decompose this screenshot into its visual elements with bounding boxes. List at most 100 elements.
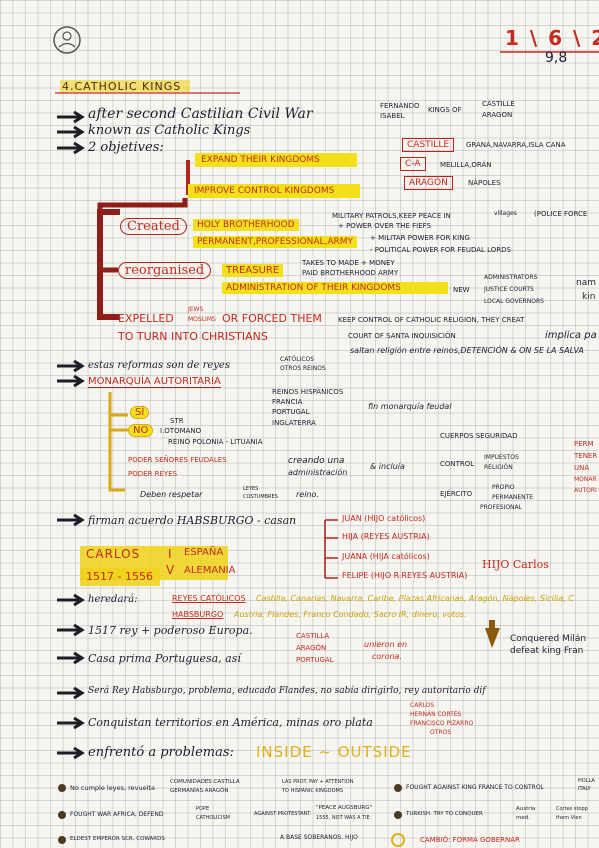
text-perm-a: + MILITAR POWER FOR KING (370, 234, 470, 242)
text-austria: Austria (516, 806, 536, 812)
text-perm-b: - POLITICAL POWER FOR FEUDAL LORDS (370, 246, 511, 254)
text-fought-france: FOUGHT AGAINST KING FRANCE TO CONTROL (406, 784, 544, 791)
text-otros2: OTROS (430, 729, 452, 736)
text-kings-of: KINGS OF (428, 106, 462, 114)
label-no: NO (128, 424, 154, 437)
text-poder-senores: PODER SEÑORES FEUDALES (128, 456, 227, 464)
text-portugal2: PORTUGAL (296, 656, 334, 664)
text-reyes-catolicos: REYES CATÓLICOS (172, 594, 246, 603)
text-leyes: LEYES (243, 486, 259, 492)
text-fin-monarquia: fin monarquía feudal (368, 402, 452, 411)
text-fought-africa: FOUGHT WAR AFRICA, DEFEND (70, 811, 164, 818)
text-enfrento: enfrentó a problemas: (88, 745, 234, 760)
date: 1 \ 6 \ 2 (505, 26, 599, 50)
text-ca-places: MELILLA,ORÁN (440, 161, 492, 169)
text-habsburgo: HABSBURGO (172, 610, 224, 619)
logo-icon (53, 26, 81, 54)
text-estas-reformas: estas reformas son de reyes (88, 360, 230, 371)
text-peace: "PEACE AUGSBURG" (316, 805, 373, 811)
label-improve: IMPROVE CONTROL KINGDOMS (188, 184, 360, 198)
text-inglaterra: INGLATERRA (272, 419, 316, 427)
text-eldest: ELDEST EMPEROR SCR, COWARDS (70, 836, 165, 842)
text-v: V (166, 563, 175, 577)
text-reino: reino. (296, 490, 319, 499)
text-hernan: HERNÁN CORTÉS (410, 711, 462, 718)
text-defeat: defeat king Fran (510, 646, 584, 656)
text-carlos2: CARLOS (410, 702, 435, 709)
text-juan: JUAN (HIJO católicos) (342, 514, 426, 523)
box-castille: CASTILLE (402, 138, 455, 152)
text-perm-r2: TENER (574, 452, 598, 460)
text-known-as: known as Catholic Kings (88, 123, 251, 138)
text-conquered: Conquered Milán (510, 634, 587, 644)
text-ejercito: EJÉRCITO (440, 490, 473, 498)
text-cambio-forma: CAMBIÓ: FORMA GOBERNAR (420, 836, 520, 844)
text-impuestos: IMPUESTOS (484, 454, 519, 461)
text-francia: FRANCIA (272, 398, 303, 406)
text-las-prot: LAS PROT. PAY + ATTENTION (282, 779, 354, 785)
page-title: 4.CATHOLIC KINGS (62, 80, 182, 93)
text-portugal: PORTUGAL (272, 408, 310, 416)
text-treasure-a: TAKES TO MADE + MONEY (302, 259, 395, 267)
text-juana: JUANA (HIJA católicos) (342, 552, 430, 561)
text-inside-outside: INSIDE ~ OUTSIDE (256, 743, 412, 761)
text-aragon2: ARAGÓN (296, 644, 327, 652)
text-germanias: GERMANÍAS ARAGÓN (170, 788, 229, 794)
text-admin-a: ADMINISTRATORS (484, 274, 538, 281)
text-civil-war: after second Castilian Civil War (88, 106, 313, 122)
text-years: 1517 - 1556 (86, 570, 153, 583)
text-hijo-carlos: HIJO Carlos (482, 558, 549, 571)
text-med: med. (516, 815, 530, 821)
text-creando: creando una (288, 456, 345, 466)
text-admin-e: kin (582, 292, 596, 302)
text-forced: OR FORCED THEM (222, 312, 322, 325)
label-created: Created (120, 218, 187, 235)
label-treasure: TREASURE (222, 264, 284, 277)
text-jews: JEWS (188, 306, 204, 313)
label-si: SÍ (130, 406, 150, 419)
text-objectives: 2 objetives: (88, 140, 164, 155)
text-against: AGAINST PROTESTANT. (254, 811, 312, 817)
text-saltan: saltan religión entre reinos,DETENCIÓN &… (350, 346, 584, 355)
text-castilla: CASTILLA (296, 632, 330, 640)
text-comunidades: COMUNIDADES CASTILLA (170, 779, 240, 785)
label-reorganised: reorganised (118, 262, 212, 279)
text-pizarro: FRANCISCO PIZARRO (410, 720, 474, 727)
text-corona: corona. (372, 652, 402, 661)
text-felipe: FELIPE (HIJO R.REYES AUSTRIA) (342, 571, 468, 580)
text-perm-r5: AUTORI (574, 487, 597, 494)
text-otros-reinos: OTROS REINOS (280, 365, 326, 372)
text-admin-c: LOCAL GOVERNORS (484, 298, 544, 305)
text-alemania: ALEMANIA (184, 565, 236, 576)
text-peace2: 1555, NOT WAS A TIE (316, 815, 370, 821)
text-admin-b: JUSTICE COURTS (484, 286, 534, 293)
text-permanente: PERMANENTE (492, 494, 534, 501)
box-aragon: ARAGÓN (404, 176, 453, 190)
text-conquistan: Conquistan territorios en América, minas… (88, 716, 373, 729)
text-holland: HOLLA (578, 778, 595, 784)
text-firman: firman acuerdo HABSBURGO - casan (88, 514, 297, 527)
text-profesional: PROFESIONAL (480, 504, 522, 511)
text-new: NEW (453, 286, 470, 294)
text-deben: Deben respetar (140, 490, 203, 499)
text-perm-r4: MONAR (574, 476, 597, 483)
heading-monarquia: MONARQUÍA AUTORITARIA (88, 376, 221, 388)
label-holy: HOLY BROTHERHOOD (193, 219, 299, 231)
text-heredara: heredará: (88, 594, 138, 605)
text-holy-d: (POLICE FORCE (534, 210, 588, 218)
text-cuerpos: CUERPOS SEGURIDAD (440, 432, 518, 440)
text-fernando: FERNANDO (380, 102, 420, 110)
text-aragon-places: NÁPOLES (468, 179, 501, 187)
text-no-cumple: No cumple leyes, revuelta (70, 784, 155, 792)
text-polonia: REINO POLONIA - LITUANIA (168, 438, 263, 446)
text-castille-top: CASTILLE (482, 100, 515, 108)
text-court: COURT OF SANTA INQUISICIÓN (348, 332, 456, 340)
text-unieron: unieron en (364, 640, 408, 649)
text-perm-r1: PERM (574, 440, 594, 448)
text-herencia-catolicos: Castilla, Canarias, Navarra, Caribe, Pla… (256, 594, 574, 603)
text-poder-reyes: PODER REYES (128, 470, 178, 478)
text-str: STR (170, 417, 184, 425)
text-holy-a: MILITARY PATROLS,KEEP PEACE IN (332, 212, 451, 220)
page-number: 9,8 (545, 50, 568, 66)
